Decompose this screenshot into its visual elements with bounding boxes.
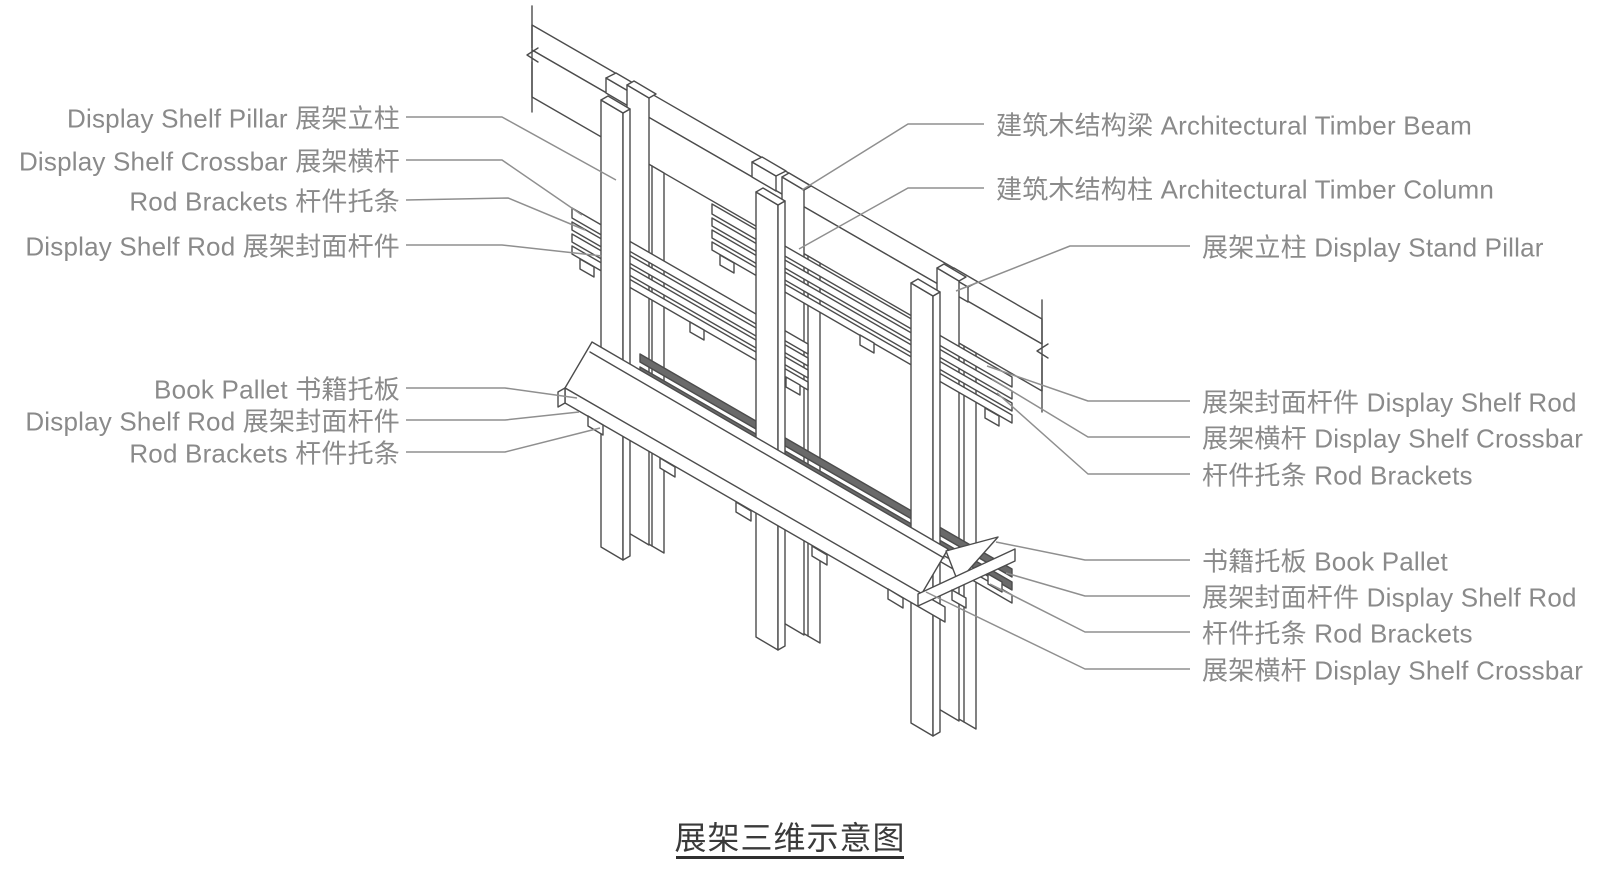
part-label-book-pallet-right: 书籍托板 Book Pallet xyxy=(1202,546,1448,577)
part-label-rod-brackets-right-mid: 杆件托条 Rod Brackets xyxy=(1202,460,1473,491)
leader-line-display-shelf-pillar-left xyxy=(406,116,617,181)
display-shelf-assembly-upper xyxy=(571,207,809,396)
part-label-display-shelf-rod-right-mid: 展架封面杆件 Display Shelf Rod xyxy=(1202,387,1577,418)
leader-line-book-pallet-right xyxy=(995,541,1190,561)
leader-line-display-stand-pillar-right xyxy=(955,245,1190,292)
leader-line-display-shelf-rod-right-mid xyxy=(986,365,1190,402)
part-label-display-stand-pillar-right: 展架立柱 Display Stand Pillar xyxy=(1202,232,1544,263)
title-underline xyxy=(676,856,904,859)
leader-line-display-shelf-crossbar-right-mid xyxy=(991,378,1190,438)
part-label-architectural-timber-beam: 建筑木结构梁 Architectural Timber Beam xyxy=(996,110,1472,141)
part-label-architectural-timber-column: 建筑木结构柱 Architectural Timber Column xyxy=(996,174,1495,205)
part-label-display-shelf-crossbar-right-mid: 展架横杆 Display Shelf Crossbar xyxy=(1202,423,1584,454)
part-label-display-shelf-rod-right-low: 展架封面杆件 Display Shelf Rod xyxy=(1202,582,1577,613)
book-pallet-shape xyxy=(557,341,1016,623)
leader-line-display-shelf-crossbar-left xyxy=(406,159,583,216)
leader-line-rod-brackets-left-upper xyxy=(405,197,586,231)
leader-line-display-shelf-rod-right-low xyxy=(1005,572,1190,597)
part-label-rod-brackets-right-low: 杆件托条 Rod Brackets xyxy=(1202,618,1473,649)
leader-line-display-shelf-rod-left-upper xyxy=(406,244,603,257)
leader-line-rod-brackets-left-lower xyxy=(406,427,601,453)
diagram-title: 展架三维示意图 xyxy=(674,820,906,856)
leader-line-architectural-timber-beam xyxy=(801,123,984,191)
part-label-display-shelf-crossbar-left: Display Shelf Crossbar 展架横杆 xyxy=(18,146,400,177)
leader-line-rod-brackets-right-low xyxy=(989,583,1190,633)
leader-line-book-pallet-left xyxy=(406,387,578,399)
leader-line-architectural-timber-column xyxy=(798,187,984,250)
leader-line-display-shelf-rod-left-lower xyxy=(406,411,580,421)
part-label-rod-brackets-left-upper: Rod Brackets 杆件托条 xyxy=(129,186,400,217)
leader-line-display-shelf-crossbar-right-low xyxy=(925,591,1190,670)
part-label-display-shelf-pillar-left: Display Shelf Pillar 展架立柱 xyxy=(67,103,400,134)
part-label-display-shelf-rod-left-lower: Display Shelf Rod 展架封面杆件 xyxy=(25,406,400,437)
part-label-display-shelf-crossbar-right-low: 展架横杆 Display Shelf Crossbar xyxy=(1202,655,1584,686)
leader-line-rod-brackets-right-mid xyxy=(996,392,1190,475)
part-label-book-pallet-left: Book Pallet 书籍托板 xyxy=(154,374,400,405)
part-label-rod-brackets-left-lower: Rod Brackets 杆件托条 xyxy=(129,438,400,469)
part-label-display-shelf-rod-left-upper: Display Shelf Rod 展架封面杆件 xyxy=(25,231,400,262)
